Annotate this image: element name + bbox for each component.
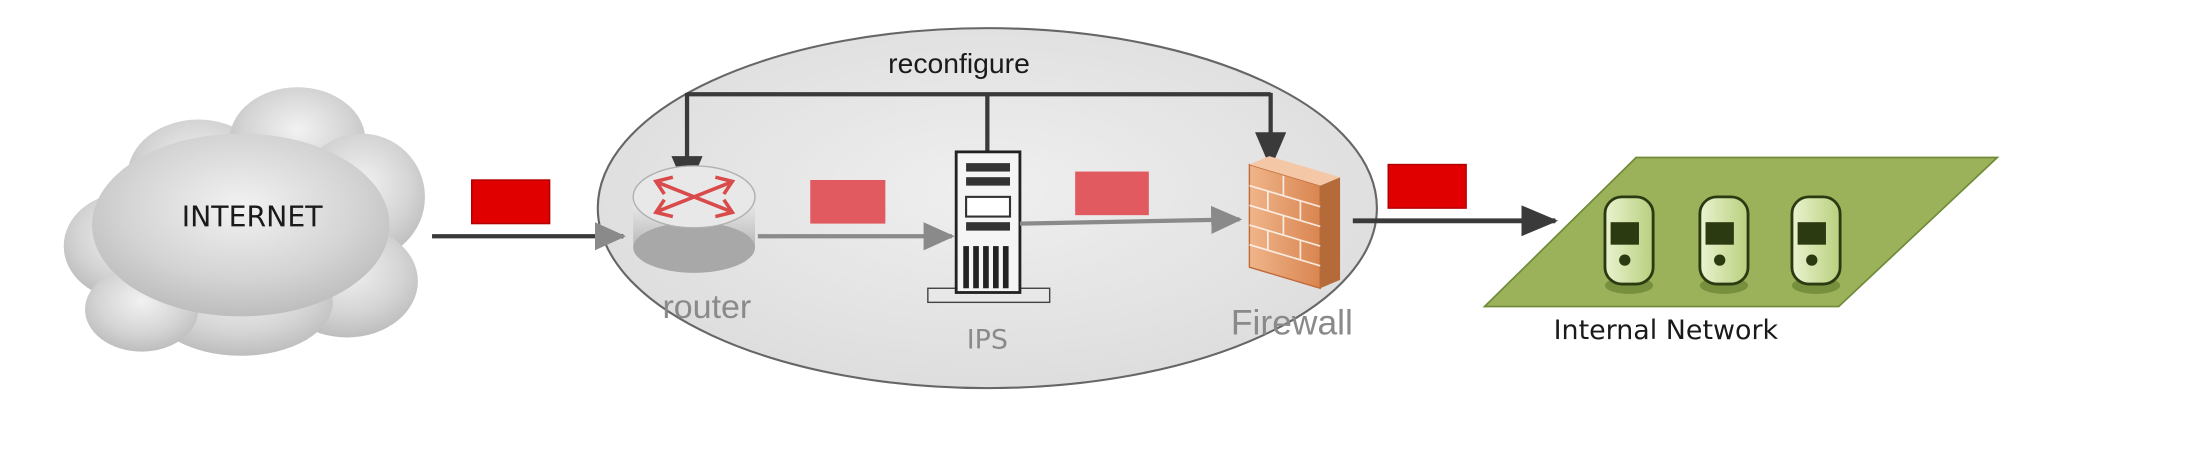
- arrow-ips-to-firewall: [1019, 205, 1243, 234]
- ips-label: IPS: [967, 325, 1008, 356]
- internal-server-icon: [1603, 195, 1655, 294]
- firewall-label: Firewall: [1231, 304, 1353, 343]
- reconfigure-label: reconfigure: [888, 47, 1030, 79]
- internet-cloud-icon: [63, 87, 425, 356]
- ips-server-icon: [927, 150, 1051, 304]
- packet-router-ips: [810, 180, 886, 224]
- internal-network-label: Internal Network: [1554, 315, 1779, 346]
- internet-label: INTERNET: [182, 201, 324, 234]
- router-icon: [632, 165, 756, 273]
- internal-server-icon: [1698, 195, 1750, 294]
- packet-incoming: [471, 179, 551, 225]
- router-label: router: [662, 288, 751, 326]
- reconfigure-arrows: [671, 92, 1287, 193]
- firewall-icon: [1248, 156, 1341, 290]
- packet-ips-firewall: [1075, 171, 1149, 216]
- packet-outgoing: [1387, 163, 1467, 209]
- internal-server-icon: [1790, 195, 1842, 294]
